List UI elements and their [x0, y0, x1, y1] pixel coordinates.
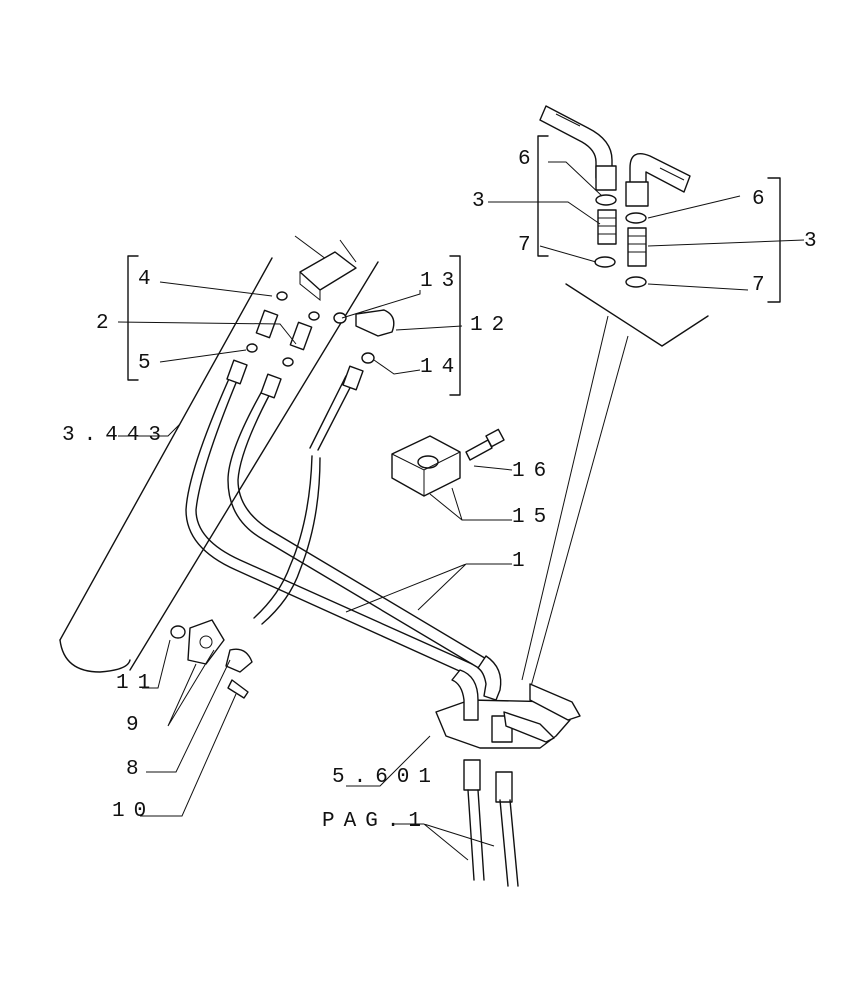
callout-11: 11 [116, 672, 159, 695]
detail-elbow-left [539, 105, 617, 206]
bracket-right [449, 255, 461, 396]
reference-3-443: 3.443 [62, 424, 170, 447]
callout-3-right: 3 [804, 230, 826, 253]
callout-5: 5 [138, 352, 160, 375]
callout-14: 14 [420, 356, 463, 379]
callout-15: 15 [512, 506, 555, 529]
flange-group [170, 619, 253, 699]
callout-8: 8 [126, 758, 148, 781]
callout-16: 16 [512, 460, 555, 483]
reference-pag-1: PAG.1 [322, 810, 430, 833]
callout-10: 10 [112, 800, 155, 823]
detail-adapter-left [594, 209, 617, 268]
callout-7-left: 7 [518, 234, 540, 257]
lower-plate-assembly [435, 655, 581, 887]
detail-elbow-right [625, 153, 691, 224]
boom-arm-outline [59, 235, 379, 673]
callout-12: 12 [470, 314, 513, 337]
clamp-block [391, 435, 461, 497]
detail-adapter-right [625, 227, 647, 288]
callout-13: 13 [420, 270, 463, 293]
fittings-left-group [246, 291, 395, 367]
leader-lines [117, 161, 805, 861]
bracket-detail-left [537, 135, 549, 257]
callout-3-top: 3 [472, 190, 494, 213]
detail-pointer [521, 283, 709, 691]
callout-1: 1 [512, 550, 534, 573]
callout-7-right: 7 [752, 274, 774, 297]
callout-2: 2 [96, 312, 118, 335]
callout-9: 9 [126, 714, 148, 737]
bracket-detail-right [767, 177, 781, 303]
callout-labels: 1 2 3 3 4 5 6 6 7 7 8 9 10 11 12 13 14 1… [62, 148, 826, 833]
callout-6-left: 6 [518, 148, 540, 171]
bracket-left [127, 255, 139, 381]
reference-5-601: 5.601 [332, 766, 440, 789]
callout-6-right: 6 [752, 188, 774, 211]
callout-4: 4 [138, 268, 160, 291]
hose-assembly [185, 359, 489, 675]
bolt [465, 428, 505, 461]
